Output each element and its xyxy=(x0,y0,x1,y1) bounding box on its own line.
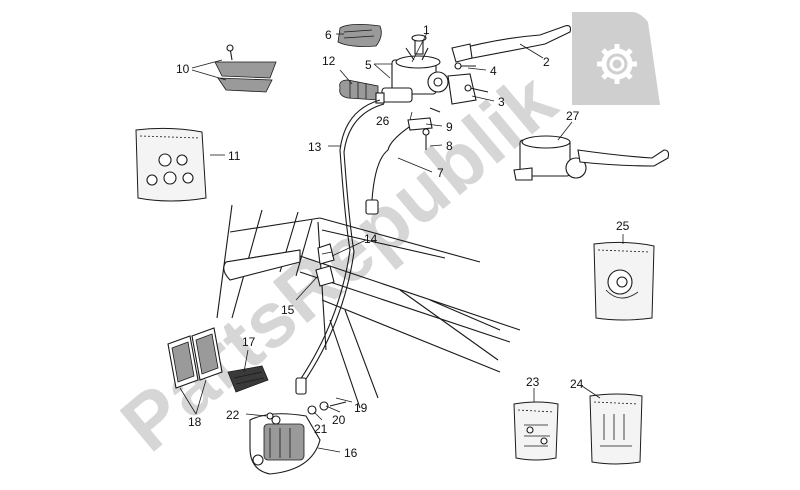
watermark-text: PartsRepublik xyxy=(104,55,572,468)
seal-kit xyxy=(214,44,277,93)
callout-27: 27 xyxy=(566,109,580,123)
callout-15: 15 xyxy=(281,303,295,317)
callout-17: 17 xyxy=(242,335,256,349)
logo-badge xyxy=(572,12,660,105)
callout-10: 10 xyxy=(176,62,190,76)
callout-labels: 1 2 3 4 5 6 7 8 9 10 11 12 13 14 15 16 1… xyxy=(176,23,630,460)
gear-icon xyxy=(597,44,637,84)
callout-7: 7 xyxy=(437,166,444,180)
callout-4: 4 xyxy=(490,64,497,78)
callout-5: 5 xyxy=(365,58,372,72)
callout-9: 9 xyxy=(446,120,453,134)
frame xyxy=(216,204,521,409)
callout-25: 25 xyxy=(616,219,630,233)
callout-14: 14 xyxy=(364,232,378,246)
callout-13: 13 xyxy=(308,140,322,154)
callout-6: 6 xyxy=(325,28,332,42)
bolts xyxy=(405,47,489,150)
brake-pads xyxy=(167,327,223,389)
handlebar-grip xyxy=(339,79,385,104)
callout-22: 22 xyxy=(226,408,240,422)
brake-caliper xyxy=(249,413,321,475)
brake-hose-fittings xyxy=(315,243,335,287)
repair-kit-bag-23 xyxy=(513,401,559,461)
repair-kit-bag-11 xyxy=(135,127,207,202)
front-brake-lever xyxy=(451,25,571,63)
callout-20: 20 xyxy=(332,413,346,427)
lever-cover xyxy=(337,24,382,47)
callout-19: 19 xyxy=(354,401,368,415)
callout-26: 26 xyxy=(376,114,390,128)
watermark: PartsRepublik xyxy=(104,55,572,468)
callout-1: 1 xyxy=(423,23,430,37)
callout-16: 16 xyxy=(344,446,358,460)
callout-23: 23 xyxy=(526,375,540,389)
callout-18: 18 xyxy=(188,415,202,429)
callout-2: 2 xyxy=(543,55,550,69)
master-cylinder xyxy=(381,34,477,105)
callout-21: 21 xyxy=(314,422,328,436)
brake-hoses xyxy=(295,99,433,395)
callout-24: 24 xyxy=(570,377,584,391)
callout-12: 12 xyxy=(322,54,336,68)
callout-11: 11 xyxy=(228,149,241,163)
leader-lines xyxy=(179,32,624,453)
pad-spring xyxy=(227,365,269,393)
callout-3: 3 xyxy=(498,95,505,109)
callout-8: 8 xyxy=(446,139,453,153)
master-cylinder-assembly-27 xyxy=(513,135,670,181)
repair-kit-bag-24 xyxy=(589,393,643,465)
repair-kit-bag-25 xyxy=(593,241,655,321)
